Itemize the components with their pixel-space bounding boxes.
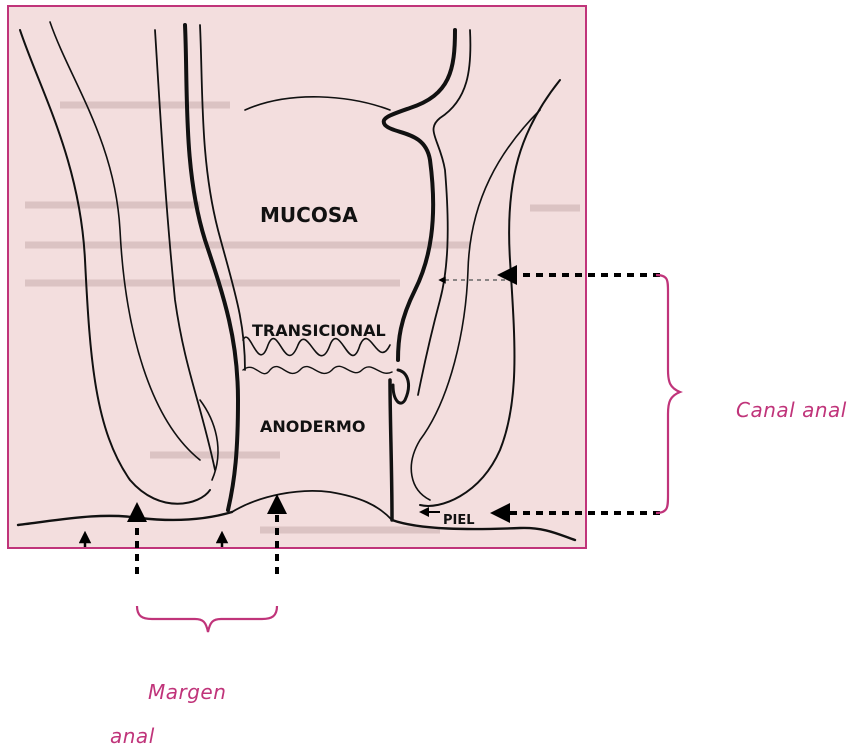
label-transicional: TRANSICIONAL <box>252 321 386 340</box>
label-anodermo: ANODERMO <box>260 417 365 436</box>
label-piel: PIEL <box>443 513 475 528</box>
label-canal-anal: Canal anal <box>736 398 847 422</box>
margen-anal-brace <box>137 606 277 632</box>
canal-anal-brace <box>656 275 680 513</box>
diagram-frame <box>8 6 586 548</box>
label-mucosa: MUCOSA <box>260 203 358 227</box>
label-anal: anal <box>110 724 155 748</box>
label-margen: Margen <box>148 680 226 704</box>
